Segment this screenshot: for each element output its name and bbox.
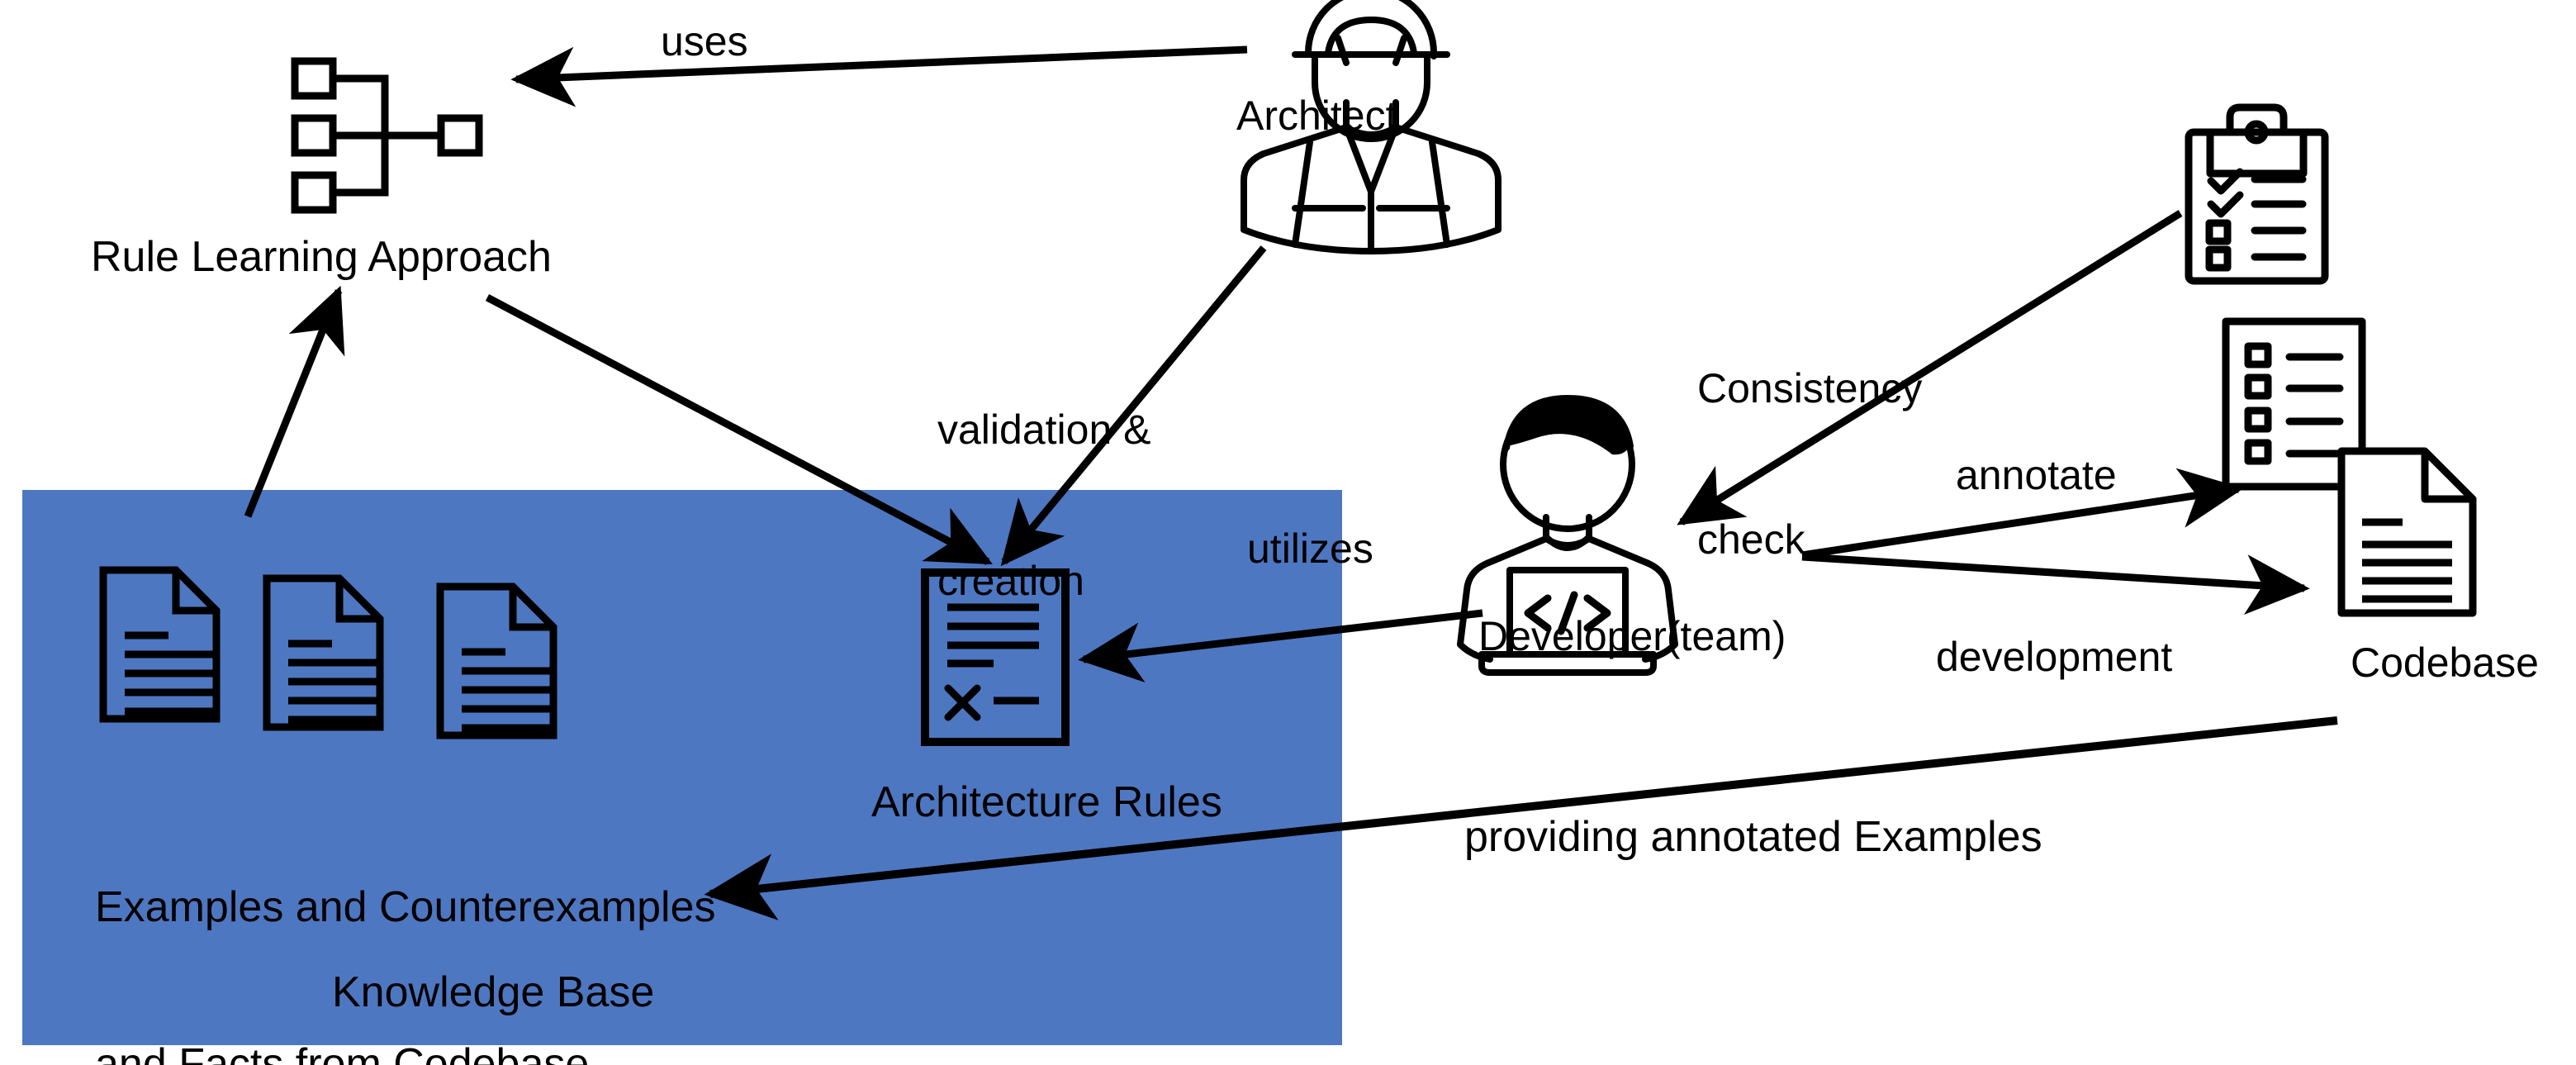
- edge-consistency-check-arrow: [1677, 210, 2183, 525]
- node-label-developer-team: Developer(team): [1478, 613, 1786, 659]
- edge-uses-arrow: [510, 45, 1248, 107]
- node-label-rule-learning-approach: Rule Learning Approach: [91, 233, 552, 281]
- edge-label-utilizes: utilizes: [1247, 525, 1373, 572]
- node-label-examples-counterexamples: Examples and Counterexamples and Facts f…: [95, 777, 716, 1065]
- rules-document-icon: [921, 568, 1070, 746]
- clipboard-checklist-icon: [2185, 103, 2329, 285]
- edge-label-validation-creation: validation & creation: [937, 304, 1151, 707]
- edge-validation-creation-arrow: [1000, 245, 1267, 567]
- node-label-knowledge-base: Knowledge Base: [332, 968, 655, 1016]
- edge-approach-to-rules-arrow: [485, 294, 993, 565]
- edge-development-arrow: [1801, 553, 2310, 615]
- node-label-architect: Architect: [1236, 93, 1397, 139]
- edge-label-annotate: annotate: [1956, 452, 2117, 498]
- architect-person-icon: [1241, 0, 1501, 254]
- node-label-architecture-rules: Architecture Rules: [871, 778, 1222, 826]
- hierarchy-icon: [291, 57, 483, 214]
- edge-label-development: development: [1936, 634, 2173, 680]
- edge-label-consistency-check: Consistency check: [1697, 263, 1922, 666]
- edge-label-uses: uses: [661, 18, 748, 64]
- developer-laptop-icon: [1457, 395, 1678, 676]
- edge-label-consistency-line2: check: [1697, 516, 1805, 563]
- edge-examples-to-approach-arrow: [244, 285, 345, 518]
- examples-label-line2: and Facts from Codebase: [95, 1040, 590, 1065]
- checklist-document-icon: [2222, 317, 2366, 491]
- edge-label-providing-annotated-examples: providing annotated Examples: [1464, 813, 2042, 861]
- examples-label-line1: Examples and Counterexamples: [95, 882, 716, 931]
- edge-label-consistency-line1: Consistency: [1697, 365, 1923, 411]
- edge-label-validation-line1: validation &: [937, 407, 1151, 453]
- edge-utilizes-arrow: [1078, 609, 1483, 683]
- edge-providing-annotated-examples-arrow: [704, 716, 2338, 920]
- edge-annotate-arrow: [1801, 468, 2244, 559]
- knowledge-base-panel: [22, 490, 1342, 1045]
- node-label-codebase: Codebase: [2351, 639, 2539, 686]
- three-documents-icon: [99, 566, 557, 739]
- edge-label-validation-line2: creation: [937, 558, 1084, 604]
- codebase-document-icon: [2337, 447, 2477, 617]
